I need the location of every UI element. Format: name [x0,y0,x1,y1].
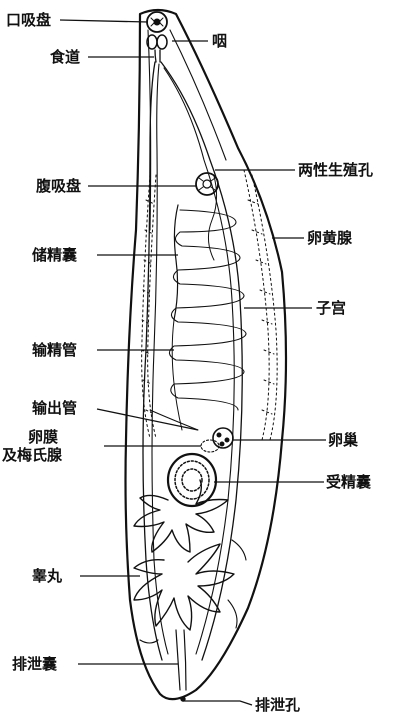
label-vitelline-gland: 卵黄腺 [307,229,352,247]
label-esophagus: 食道 [50,48,80,66]
label-ootype-mehlis-gland: 卵膜 及梅氏腺 [2,428,112,464]
oral-sucker [147,12,167,32]
leader-excretory-pore [183,701,252,705]
excretory-bladder [176,630,186,690]
testis-branches [140,540,246,643]
label-testis: 睾丸 [32,567,62,585]
label-excretory-pore: 排泄孔 [255,696,300,714]
ventral-sucker [196,173,218,195]
label-seminal-vesicle: 储精囊 [32,246,77,264]
vitelline-gland-right [244,170,277,440]
vas-efferens [150,410,198,430]
label-ovary: 卵巢 [328,431,358,449]
label-ventral-sucker: 腹吸盘 [36,177,81,195]
leader-oral-sucker [60,20,148,22]
label-oral-sucker: 口吸盘 [6,11,51,29]
pharynx [147,35,167,49]
seminal-receptacle [168,454,216,506]
label-uterus: 子宫 [316,299,346,317]
intestinal-caecum-left [143,62,162,660]
testis-posterior [134,544,234,630]
label-ootype-line2: 及梅氏腺 [2,446,112,464]
label-vas-deferens: 输精管 [32,341,77,359]
label-pharynx: 咽 [212,32,227,50]
ovary [213,428,233,448]
intestinal-caecum-left-inner [152,64,168,654]
label-genital-pore: 两性生殖孔 [298,161,373,179]
label-seminal-receptacle: 受精囊 [326,473,371,491]
seminal-vesicle [174,205,178,320]
esophagus [155,50,160,62]
label-vas-efferens: 输出管 [32,399,77,417]
vas-deferens [172,320,182,430]
label-ootype-line1: 卵膜 [2,428,112,446]
label-excretory-bladder: 排泄囊 [12,655,57,673]
